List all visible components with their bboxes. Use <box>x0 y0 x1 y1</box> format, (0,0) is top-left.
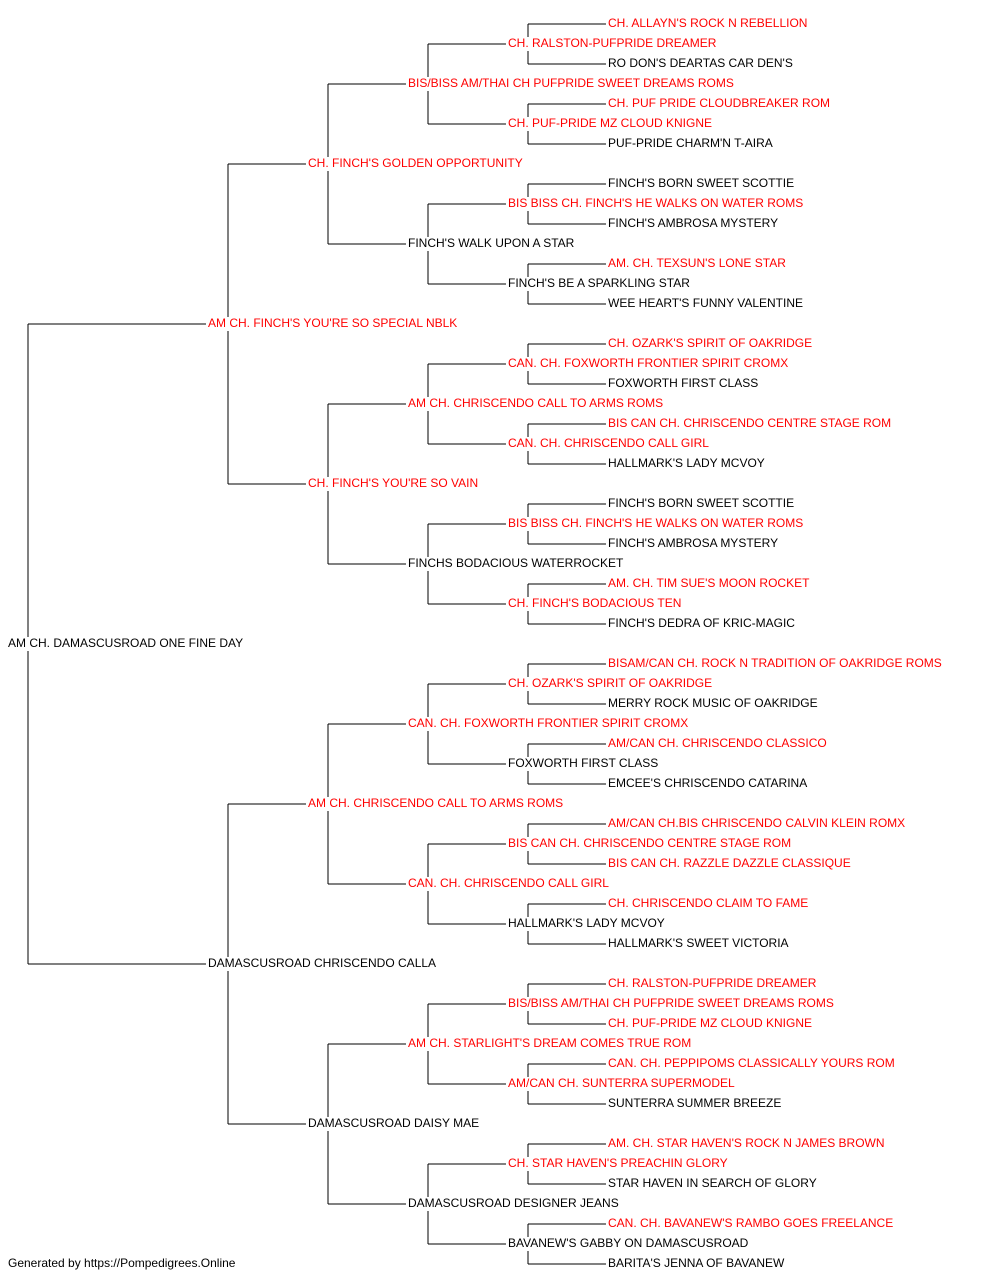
dog-name-gen-5: CH. RALSTON-PUFPRIDE DREAMER <box>608 976 817 990</box>
dog-name-gen-4: CH. FINCH'S BODACIOUS TEN <box>508 596 681 610</box>
dog-name-gen-5: BIS CAN CH. CHRISCENDO CENTRE STAGE ROM <box>608 416 891 430</box>
dog-name-gen-4: CH. PUF-PRIDE MZ CLOUD KNIGNE <box>508 116 712 130</box>
dog-name-gen-5: SUNTERRA SUMMER BREEZE <box>608 1096 781 1110</box>
dog-name-gen-3: FINCH'S WALK UPON A STAR <box>408 236 575 250</box>
dog-name-gen-3: AM CH. STARLIGHT'S DREAM COMES TRUE ROM <box>408 1036 691 1050</box>
dog-name-gen-4: CH. OZARK'S SPIRIT OF OAKRIDGE <box>508 676 712 690</box>
dog-name-gen-5: PUF-PRIDE CHARM'N T-AIRA <box>608 136 773 150</box>
dog-name-gen-2: CH. FINCH'S GOLDEN OPPORTUNITY <box>308 156 523 170</box>
dog-name-gen-5: FINCH'S DEDRA OF KRIC-MAGIC <box>608 616 795 630</box>
generated-by-footer: Generated by https://Pompedigrees.Online <box>8 1256 236 1270</box>
dog-name-gen-5: AM/CAN CH. CHRISCENDO CLASSICO <box>608 736 827 750</box>
dog-name-gen-5: EMCEE'S CHRISCENDO CATARINA <box>608 776 807 790</box>
dog-name-gen-2: AM CH. CHRISCENDO CALL TO ARMS ROMS <box>308 796 563 810</box>
dog-name-gen-5: FINCH'S AMBROSA MYSTERY <box>608 216 778 230</box>
dog-name-gen-5: FINCH'S BORN SWEET SCOTTIE <box>608 176 794 190</box>
dog-name-gen-5: FINCH'S AMBROSA MYSTERY <box>608 536 778 550</box>
dog-name-gen-5: BARITA'S JENNA OF BAVANEW <box>608 1256 785 1270</box>
dog-name-gen-5: CH. OZARK'S SPIRIT OF OAKRIDGE <box>608 336 812 350</box>
dog-name-gen-5: CH. PUF PRIDE CLOUDBREAKER ROM <box>608 96 830 110</box>
dog-name-gen-1: DAMASCUSROAD CHRISCENDO CALLA <box>208 956 436 970</box>
dog-name-gen-5: AM/CAN CH.BIS CHRISCENDO CALVIN KLEIN RO… <box>608 816 905 830</box>
dog-name-gen-4: BIS BISS CH. FINCH'S HE WALKS ON WATER R… <box>508 516 803 530</box>
dog-name-gen-5: FINCH'S BORN SWEET SCOTTIE <box>608 496 794 510</box>
dog-name-gen-5: AM. CH. TEXSUN'S LONE STAR <box>608 256 786 270</box>
dog-name-gen-5: BISAM/CAN CH. ROCK N TRADITION OF OAKRID… <box>608 656 942 670</box>
dog-name-gen-4: CAN. CH. FOXWORTH FRONTIER SPIRIT CROMX <box>508 356 788 370</box>
dog-name-gen-4: BAVANEW'S GABBY ON DAMASCUSROAD <box>508 1236 749 1250</box>
dog-name-gen-5: FOXWORTH FIRST CLASS <box>608 376 758 390</box>
dog-name-gen-2: DAMASCUSROAD DAISY MAE <box>308 1116 479 1130</box>
dog-name-gen-5: HALLMARK'S LADY MCVOY <box>608 456 765 470</box>
dog-name-gen-5: CAN. CH. PEPPIPOMS CLASSICALLY YOURS ROM <box>608 1056 895 1070</box>
dog-name-gen-3: BIS/BISS AM/THAI CH PUFPRIDE SWEET DREAM… <box>408 76 734 90</box>
dog-name-gen-2: CH. FINCH'S YOU'RE SO VAIN <box>308 476 478 490</box>
dog-name-gen-3: FINCHS BODACIOUS WATERROCKET <box>408 556 624 570</box>
dog-name-gen-3: CAN. CH. FOXWORTH FRONTIER SPIRIT CROMX <box>408 716 688 730</box>
dog-name-gen-5: STAR HAVEN IN SEARCH OF GLORY <box>608 1176 817 1190</box>
dog-name-gen-4: FOXWORTH FIRST CLASS <box>508 756 658 770</box>
dog-name-gen-5: CAN. CH. BAVANEW'S RAMBO GOES FREELANCE <box>608 1216 893 1230</box>
dog-name-gen-4: CH. RALSTON-PUFPRIDE DREAMER <box>508 36 717 50</box>
dog-name-gen-5: AM. CH. TIM SUE'S MOON ROCKET <box>608 576 810 590</box>
dog-name-gen-5: CH. CHRISCENDO CLAIM TO FAME <box>608 896 808 910</box>
dog-name-gen-3: AM CH. CHRISCENDO CALL TO ARMS ROMS <box>408 396 663 410</box>
dog-name-gen-5: CH. PUF-PRIDE MZ CLOUD KNIGNE <box>608 1016 812 1030</box>
dog-name-gen-5: RO DON'S DEARTAS CAR DEN'S <box>608 56 793 70</box>
dog-name-gen-4: CH. STAR HAVEN'S PREACHIN GLORY <box>508 1156 728 1170</box>
dog-name-gen-3: DAMASCUSROAD DESIGNER JEANS <box>408 1196 619 1210</box>
dog-name-gen-5: MERRY ROCK MUSIC OF OAKRIDGE <box>608 696 818 710</box>
dog-name-gen-5: WEE HEART'S FUNNY VALENTINE <box>608 296 803 310</box>
dog-name-gen-4: HALLMARK'S LADY MCVOY <box>508 916 665 930</box>
dog-name-gen-5: HALLMARK'S SWEET VICTORIA <box>608 936 789 950</box>
dog-name-gen-4: AM/CAN CH. SUNTERRA SUPERMODEL <box>508 1076 735 1090</box>
dog-name-gen-4: BIS BISS CH. FINCH'S HE WALKS ON WATER R… <box>508 196 803 210</box>
dog-name-gen-1: AM CH. FINCH'S YOU'RE SO SPECIAL NBLK <box>208 316 457 330</box>
dog-name-gen-4: BIS CAN CH. CHRISCENDO CENTRE STAGE ROM <box>508 836 791 850</box>
dog-name-gen-4: FINCH'S BE A SPARKLING STAR <box>508 276 690 290</box>
dog-name-gen-3: CAN. CH. CHRISCENDO CALL GIRL <box>408 876 609 890</box>
dog-name-gen-4: CAN. CH. CHRISCENDO CALL GIRL <box>508 436 709 450</box>
dog-name-gen-4: BIS/BISS AM/THAI CH PUFPRIDE SWEET DREAM… <box>508 996 834 1010</box>
dog-name-gen-5: CH. ALLAYN'S ROCK N REBELLION <box>608 16 807 30</box>
dog-name-gen-0: AM CH. DAMASCUSROAD ONE FINE DAY <box>8 636 243 650</box>
dog-name-gen-5: BIS CAN CH. RAZZLE DAZZLE CLASSIQUE <box>608 856 851 870</box>
dog-name-gen-5: AM. CH. STAR HAVEN'S ROCK N JAMES BROWN <box>608 1136 885 1150</box>
